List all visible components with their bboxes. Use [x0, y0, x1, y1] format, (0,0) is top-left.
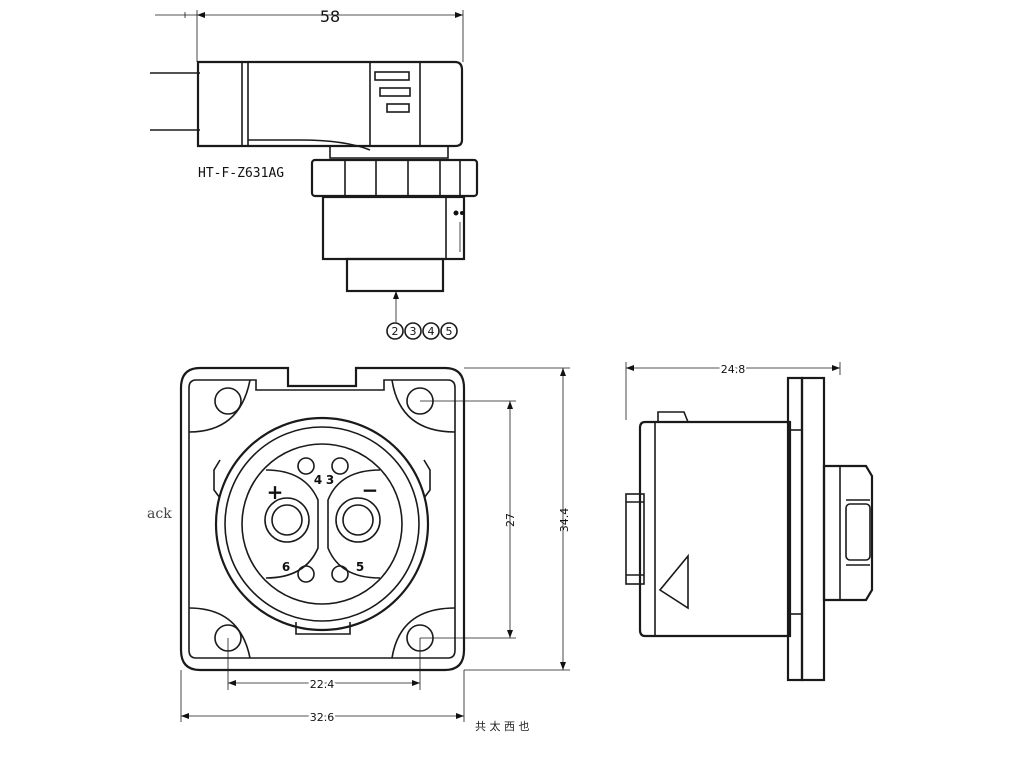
minus-symbol: −: [362, 478, 379, 502]
front-view-flange: 4 3 6 5 + − 27 34.4: [179, 366, 571, 726]
dim-32-6-label: 32.6: [310, 711, 335, 724]
pin-label-6: 6: [282, 560, 290, 574]
pin-label-3: 3: [326, 473, 334, 487]
dim-22-4-label: 22.4: [310, 678, 335, 691]
model-label: HT-F-Z631AG: [198, 166, 284, 181]
power-contact-plus: [264, 497, 310, 543]
vent-slot-3: [386, 103, 410, 113]
side-body: [638, 420, 792, 638]
dim-27: 27: [420, 400, 517, 639]
dim-22-4: 22.4: [227, 638, 421, 693]
balloon-2: [386, 322, 404, 340]
balloon-4: [422, 322, 440, 340]
svg-text:3: 3: [410, 325, 417, 338]
vent-slot-1: [374, 71, 410, 81]
power-contact-minus: [335, 497, 381, 543]
pin-3: [331, 457, 349, 475]
receptacle-shank: [345, 257, 445, 293]
rear-connector: [822, 464, 874, 602]
latch-tab: [657, 411, 689, 423]
svg-text:2: 2: [392, 325, 399, 338]
dim-27-label: 27: [504, 513, 517, 527]
dim-24-8: 24.8: [625, 361, 841, 420]
dim-58-label: 58: [320, 7, 340, 26]
pin-label-4: 4: [314, 473, 322, 487]
pin-5: [331, 565, 349, 583]
pin-label-5: 5: [356, 560, 364, 574]
dim-34-4: 34.4: [464, 367, 571, 671]
receptacle-body: [321, 195, 466, 261]
coupling-nut: [310, 158, 479, 198]
inner-ring: [241, 443, 403, 605]
dim-24-8-label: 24.8: [721, 363, 746, 376]
pin-4: [297, 457, 315, 475]
dim-32-6: 32.6: [180, 670, 465, 726]
outer-ring: [214, 416, 430, 632]
triangle-marker: [658, 553, 689, 610]
plus-symbol: +: [267, 480, 284, 504]
cropped-left-text: ack: [147, 506, 172, 522]
balloon-group: 2 3 4 5: [386, 322, 458, 340]
flange-outline: [179, 366, 466, 672]
vent-slot-2: [379, 87, 411, 97]
mount-hole-tl: [214, 387, 242, 415]
pin-6: [297, 565, 315, 583]
balloon-3: [404, 322, 422, 340]
balloon-5: [440, 322, 458, 340]
svg-text:5: 5: [446, 325, 453, 338]
middle-ring: [224, 426, 420, 622]
top-view-plug: 58 HT-F-Z631AG: [150, 7, 479, 340]
dim-34-4-label: 34.4: [558, 508, 571, 533]
plug-body: [196, 60, 464, 148]
svg-text:4: 4: [428, 325, 435, 338]
side-key: [625, 493, 645, 585]
side-flange-2: [800, 376, 826, 682]
cropped-bottom-text: 共 太 西 也: [475, 720, 530, 733]
side-view: 24.8: [625, 361, 874, 682]
dim-58: 58: [155, 7, 464, 62]
